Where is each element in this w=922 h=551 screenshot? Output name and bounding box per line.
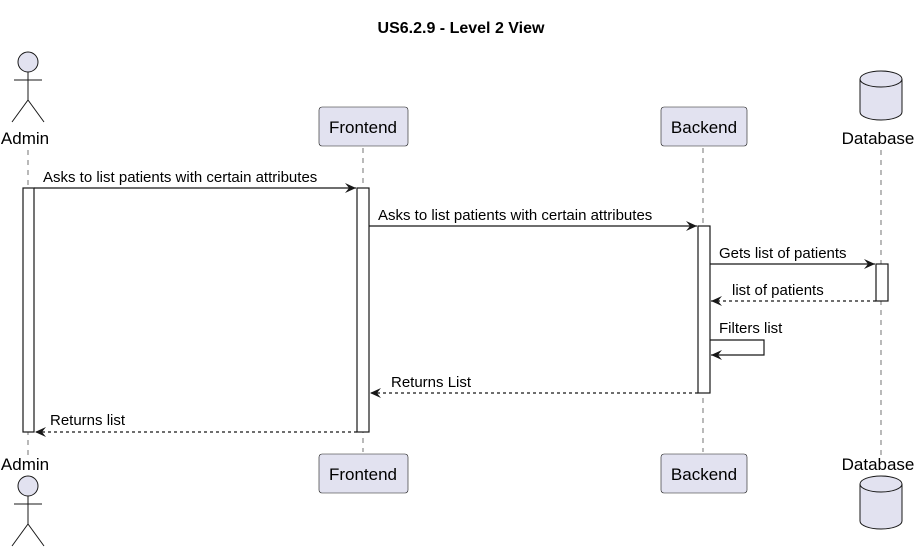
message-database-to-backend: list of patients (711, 282, 876, 306)
message-frontend-to-backend: Asks to list patients with certain attri… (369, 207, 697, 231)
frontend-participant-bottom: Frontend (318, 453, 409, 494)
database-activation (875, 263, 889, 302)
frontend-participant-top: Frontend (318, 106, 409, 147)
database-icon (859, 475, 903, 530)
frontend-label-top: Frontend (329, 118, 397, 137)
database-label-top: Database (842, 129, 915, 148)
backend-activation (697, 225, 711, 394)
frontend-label-bottom: Frontend (329, 465, 397, 484)
message-label: Returns list (50, 412, 126, 429)
backend-participant-bottom: Backend (660, 453, 748, 494)
message-backend-to-database: Gets list of patients (710, 245, 875, 269)
message-label: Gets list of patients (719, 245, 847, 262)
actor-icon (17, 475, 39, 497)
message-label: Returns List (391, 374, 472, 391)
frontend-activation (356, 187, 370, 433)
backend-box-top (660, 106, 748, 147)
admin-activation (22, 187, 35, 433)
admin-label-top: Admin (1, 129, 49, 148)
backend-participant-top: Backend (660, 106, 748, 147)
diagram-title: US6.2.9 - Level 2 View (378, 20, 545, 37)
actor-icon (17, 51, 39, 73)
database-icon (859, 70, 903, 121)
frontend-box-top (318, 106, 409, 147)
message-label: Filters list (719, 320, 783, 337)
backend-label-bottom: Backend (671, 465, 737, 484)
message-frontend-to-admin: Returns list (35, 412, 357, 437)
message-label: Asks to list patients with certain attri… (378, 207, 652, 224)
message-label: list of patients (732, 282, 824, 299)
database-participant-bottom: Database (842, 455, 915, 530)
database-participant-top: Database (842, 70, 915, 148)
message-label: Asks to list patients with certain attri… (43, 169, 317, 186)
backend-box-bottom (660, 453, 748, 494)
frontend-box-bottom (318, 453, 409, 494)
admin-label-bottom: Admin (1, 455, 49, 474)
message-admin-to-frontend: Asks to list patients with certain attri… (34, 169, 356, 193)
backend-label-top: Backend (671, 118, 737, 137)
admin-actor-top: Admin (1, 51, 49, 148)
database-label-bottom: Database (842, 455, 915, 474)
message-backend-to-frontend: Returns List (370, 374, 698, 398)
message-backend-self: Filters list (710, 320, 783, 360)
admin-actor-bottom: Admin (1, 455, 49, 547)
